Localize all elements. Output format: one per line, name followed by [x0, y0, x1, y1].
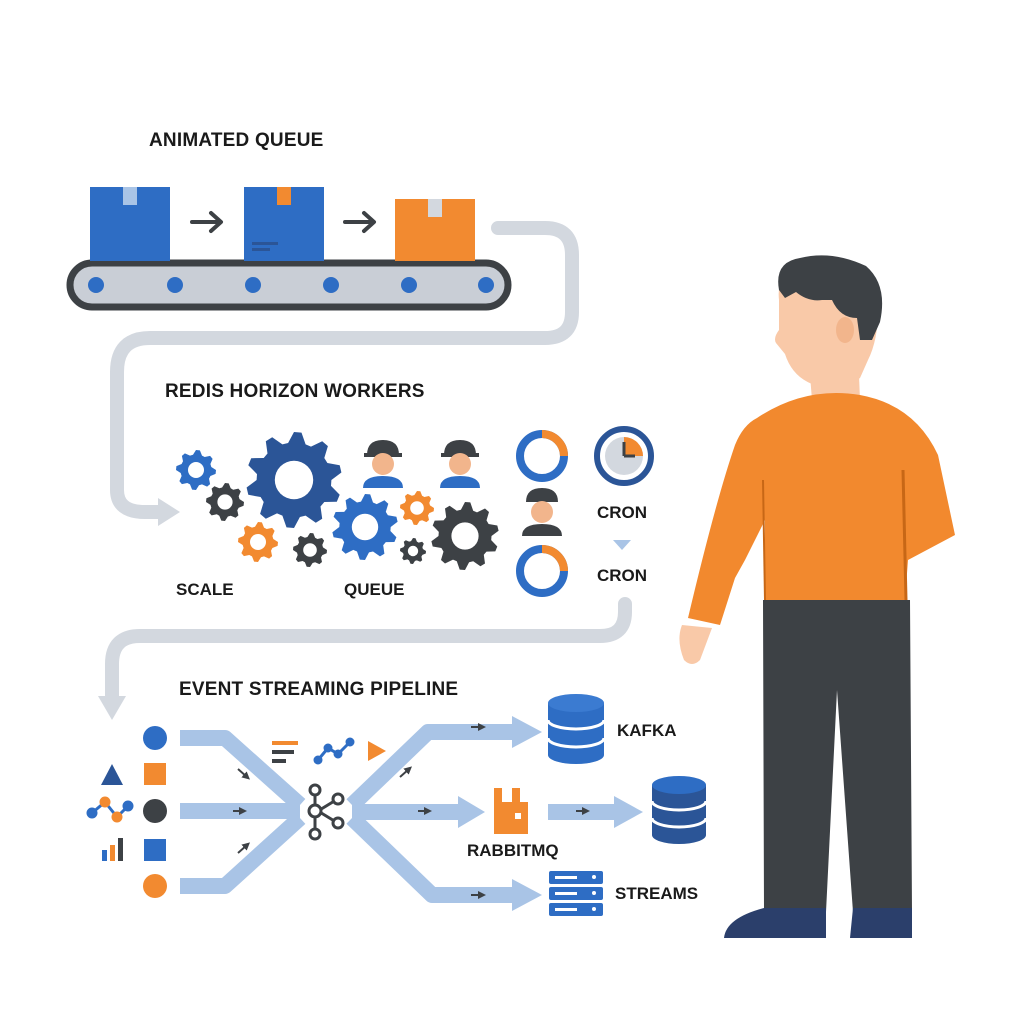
arrow-right-icon [190, 211, 223, 233]
gear-hub [250, 534, 266, 550]
label-kafka: KAFKA [617, 721, 677, 740]
progress-ring-icon [516, 545, 568, 597]
gear-hub [274, 460, 314, 500]
section-title-animated-queue: ANIMATED QUEUE [149, 130, 324, 151]
server-icon [549, 871, 603, 916]
flow-connector-2 [105, 597, 632, 703]
database-icon [546, 694, 606, 764]
box-icon [395, 199, 475, 261]
label-cron-bottom: CRON [597, 566, 648, 585]
gear-hub [451, 522, 479, 550]
gear-hub [410, 501, 424, 515]
flow-arrowhead-2 [98, 696, 126, 720]
bar-chart-icon [102, 838, 123, 861]
gear-hub [303, 543, 317, 557]
gear-cluster [176, 432, 499, 570]
worker-avatar-icon [363, 440, 403, 488]
flow-direction-markers [233, 768, 250, 854]
kafka-icon [307, 783, 345, 841]
square-icon [144, 839, 166, 861]
box-icon [244, 187, 324, 261]
worker-avatar-icon [522, 488, 562, 536]
outbound-arrowheads [458, 716, 643, 911]
gear-hub [188, 462, 204, 478]
gear-hub [217, 494, 233, 510]
square-icon [144, 763, 166, 785]
clock-icon [594, 426, 654, 486]
arrow-right-icon [343, 211, 376, 233]
play-icon [368, 741, 386, 761]
line-chart-icon [313, 737, 355, 765]
label-cron-top: CRON [597, 503, 648, 522]
section-title-event-streaming-pipeline: EVENT STREAMING PIPELINE [179, 679, 459, 700]
label-queue: QUEUE [344, 580, 405, 599]
chart-icon [86, 796, 134, 823]
box-icon [90, 187, 170, 261]
event-type-icons [272, 737, 386, 765]
label-rabbitmq: RABBITMQ [467, 841, 559, 860]
circle-icon [143, 799, 167, 823]
worker-avatar-icon [440, 440, 480, 488]
conveyor-belt-icon [66, 259, 512, 311]
list-icon [272, 741, 298, 763]
gear-hub [351, 513, 379, 541]
flow-direction-markers [399, 723, 590, 899]
rabbitmq-icon [494, 788, 528, 834]
database-icon [650, 776, 708, 844]
label-streams: STREAMS [615, 884, 699, 903]
flow-connector-1 [110, 221, 579, 519]
gear-hub [407, 545, 419, 557]
circle-icon [143, 874, 167, 898]
person-figure [679, 255, 955, 938]
circle-icon [143, 726, 167, 750]
section-title-redis-horizon-workers: REDIS HORIZON WORKERS [165, 381, 425, 402]
progress-ring-icon [516, 430, 568, 482]
cron-arrow-down-icon [613, 540, 631, 550]
flow-arrowhead-1 [158, 498, 180, 526]
triangle-icon [101, 764, 123, 785]
label-scale: SCALE [176, 580, 234, 599]
